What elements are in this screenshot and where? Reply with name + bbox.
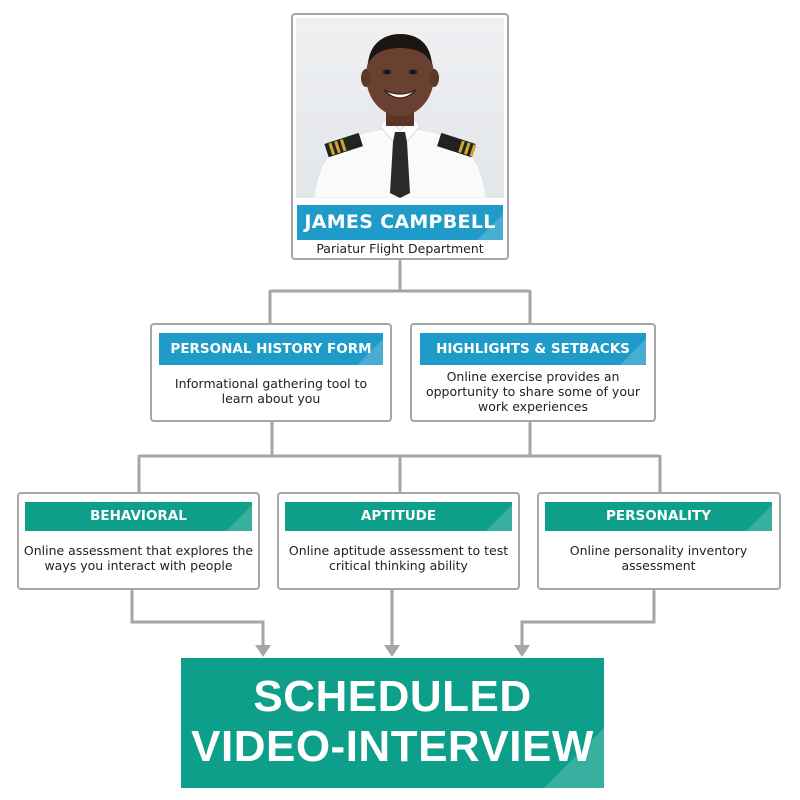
aptitude-title: APTITUDE [285,502,512,531]
final-title-line-1: SCHEDULED [253,672,532,721]
arrowhead-behavioral [255,645,271,657]
pilot-portrait-photo [296,18,504,198]
personality-card: PERSONALITY Online personality inventory… [537,492,781,590]
personality-description: Online personality inventory assessment [569,543,748,573]
arrowhead-aptitude [384,645,400,657]
profile-name: JAMES CAMPBELL [297,205,503,240]
arrowhead-personality [514,645,530,657]
connector-personality-to-interview [520,590,656,645]
profile-department: Pariatur Flight Department [316,241,484,256]
personal-history-form-title: PERSONAL HISTORY FORM [159,333,383,365]
behavioral-card: BEHAVIORAL Online assessment that explor… [17,492,260,590]
connector-behavioral-to-interview [130,590,265,645]
personality-title: PERSONALITY [545,502,772,531]
scheduled-video-interview-box: SCHEDULED VIDEO-INTERVIEW [181,658,604,788]
behavioral-description: Online assessment that explores the ways… [23,543,254,573]
highlights-setbacks-title: HIGHLIGHTS & SETBACKS [420,333,646,365]
personal-history-form-description: Informational gathering tool to learn ab… [174,376,368,406]
aptitude-description: Online aptitude assessment to test criti… [288,543,509,573]
personal-history-form-card: PERSONAL HISTORY FORM Informational gath… [150,323,392,422]
behavioral-title: BEHAVIORAL [25,502,252,531]
highlights-setbacks-card: HIGHLIGHTS & SETBACKS Online exercise pr… [410,323,656,422]
aptitude-card: APTITUDE Online aptitude assessment to t… [277,492,520,590]
connector-level2-to-level3 [137,422,662,492]
connector-profile-to-level2 [268,260,532,323]
final-title-line-2: VIDEO-INTERVIEW [191,722,594,771]
profile-card: JAMES CAMPBELL Pariatur Flight Departmen… [291,13,509,260]
highlights-setbacks-description: Online exercise provides an opportunity … [425,369,641,414]
